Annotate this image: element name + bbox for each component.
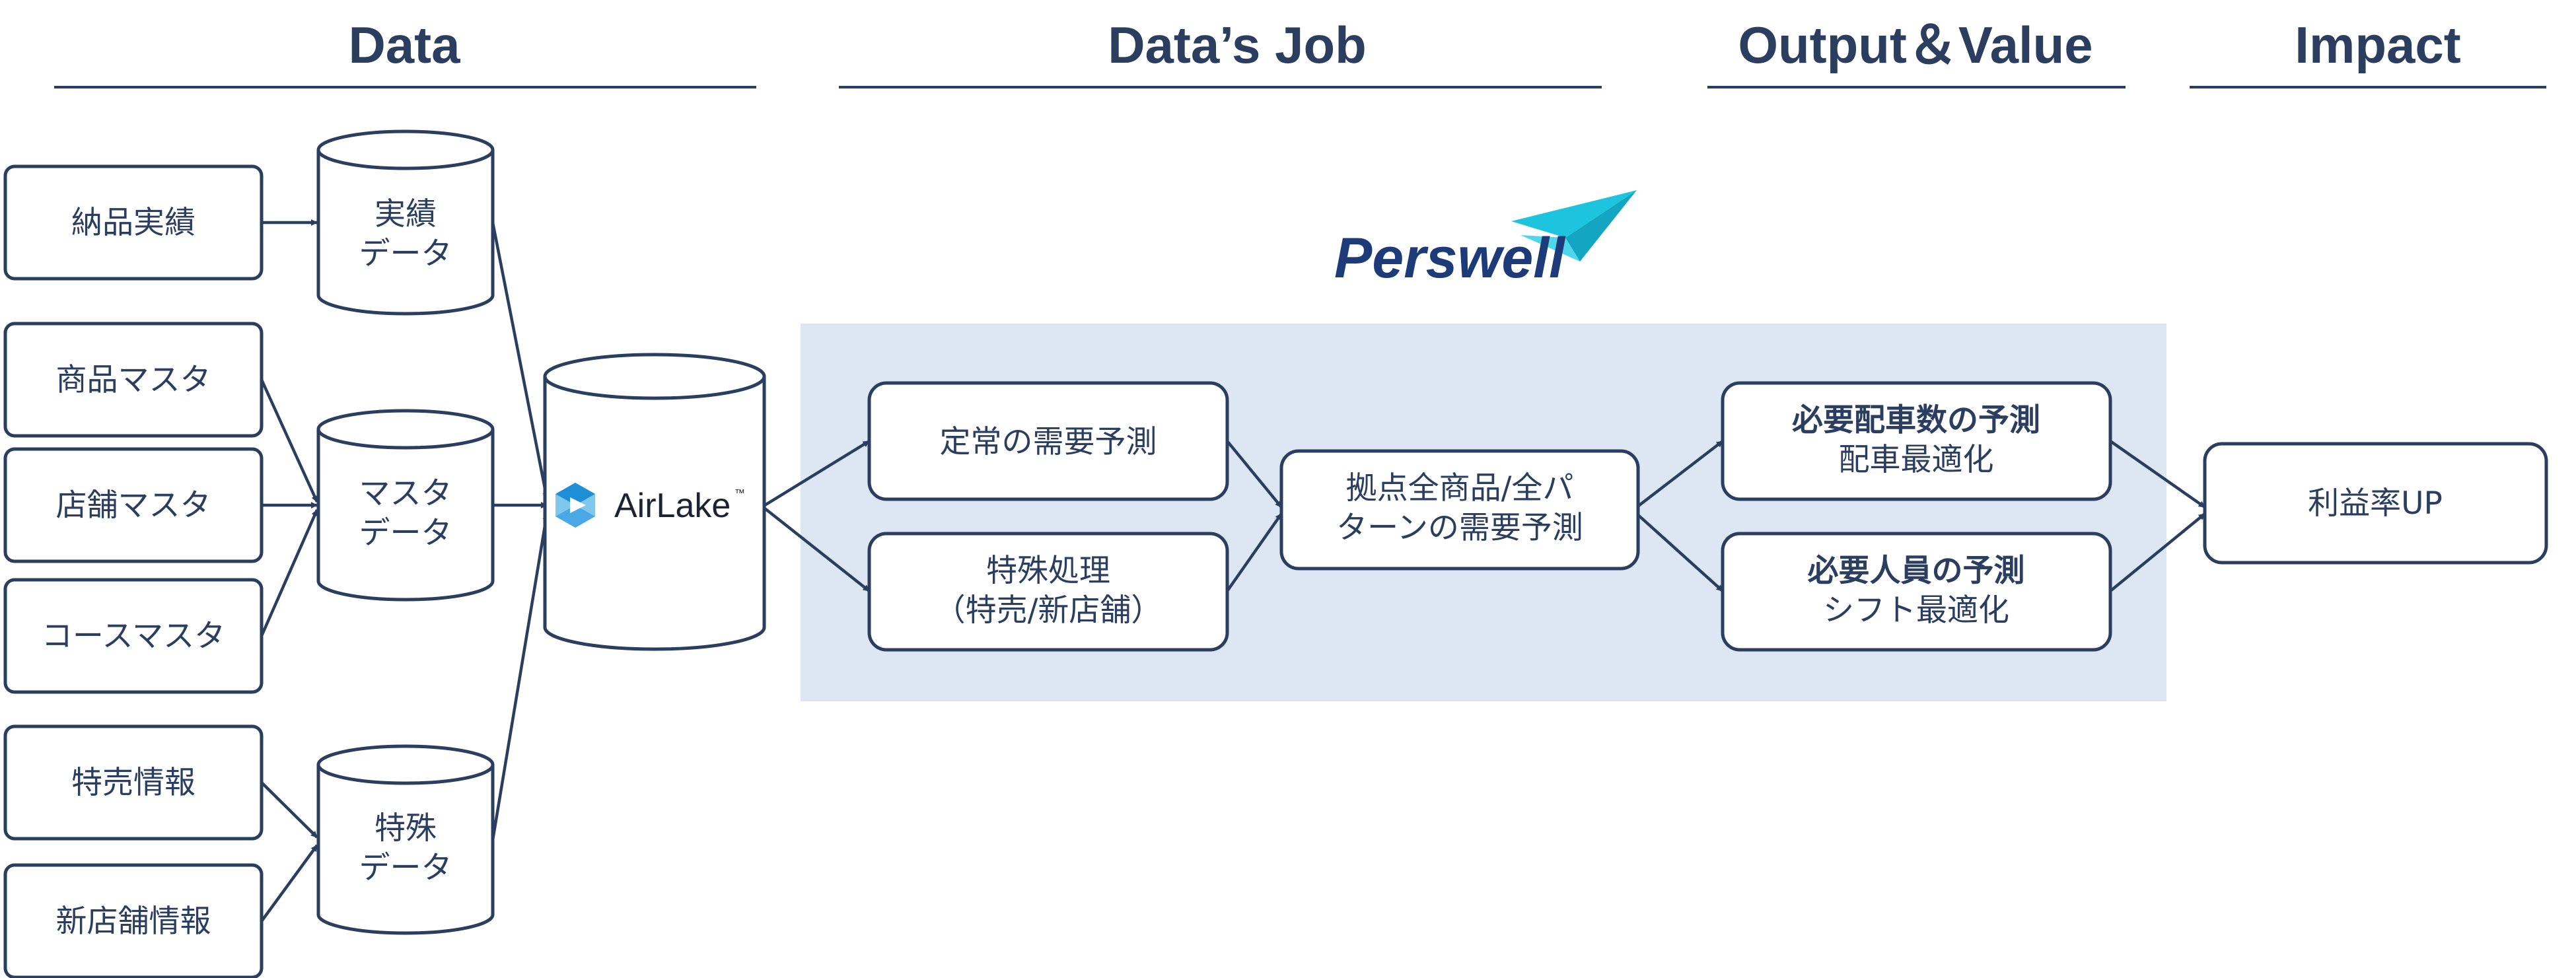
- source-new-store-label: 新店舗情報: [56, 903, 211, 940]
- source-special-sale-label: 特売情報: [71, 765, 196, 801]
- airlake-name: AirLake: [614, 487, 731, 525]
- paper-plane-icon: [1511, 190, 1637, 262]
- db-airlake: AirLake ™: [543, 353, 766, 651]
- source-course-master: コースマスタ: [3, 578, 264, 694]
- edge-sale-to-special: [260, 781, 318, 839]
- db-special: 特殊 データ: [316, 744, 495, 935]
- edge-airlake-to-special: [764, 507, 871, 592]
- db-special-line1: 特殊: [375, 810, 437, 847]
- edge-special-to-airlake: [491, 513, 550, 841]
- db-actual: 実績 データ: [316, 129, 495, 316]
- perswell-wordmark: Perswell: [1334, 227, 1566, 290]
- job-special-processing: 特殊処理 （特売/新店舗）: [867, 532, 1229, 652]
- airlake-logo-icon: [555, 483, 595, 528]
- edge-special-to-all: [1226, 512, 1283, 592]
- edge-airlake-to-steady: [764, 440, 871, 506]
- edge-vehicles-to-impact: [2109, 440, 2206, 508]
- job-steady-forecast: 定常の需要予測: [867, 381, 1229, 501]
- source-store-master: 店舗マスタ: [3, 447, 264, 563]
- impact-profit: 利益率UP: [2203, 442, 2548, 565]
- header-impact: Impact: [2295, 16, 2460, 74]
- job-all-line2: ターンの需要予測: [1336, 510, 1583, 546]
- db-master: マスタ データ: [316, 409, 495, 602]
- source-product-master: 商品マスタ: [3, 322, 264, 438]
- source-product-master-label: 商品マスタ: [56, 362, 211, 398]
- edge-steady-to-all: [1226, 440, 1283, 508]
- perswell-logo: Perswell: [1334, 190, 1637, 290]
- db-actual-line2: データ: [359, 236, 452, 272]
- db-actual-line1: 実績: [375, 196, 437, 232]
- job-all-line1: 拠点全商品/全パ: [1346, 470, 1574, 506]
- source-new-store: 新店舗情報: [3, 863, 264, 978]
- source-store-master-label: 店舗マスタ: [56, 487, 211, 524]
- job-all-forecast: 拠点全商品/全パ ターンの需要予測: [1279, 449, 1640, 571]
- source-special-sale: 特売情報: [3, 724, 264, 841]
- impact-label: 利益率UP: [2308, 485, 2443, 522]
- db-special-line2: データ: [359, 850, 452, 886]
- db-master-line2: データ: [359, 515, 452, 551]
- source-course-master-label: コースマスタ: [42, 618, 225, 654]
- edge-newstore-to-special: [260, 844, 318, 923]
- job-special-line2: （特売/新店舗）: [935, 592, 1163, 629]
- output-staff: 必要人員の予測 シフト最適化: [1721, 532, 2112, 652]
- connectors: [260, 219, 2206, 923]
- edge-product-to-master: [260, 379, 319, 503]
- output-vehicles-sub: 配車最適化: [1839, 442, 1994, 478]
- edge-course-to-master: [260, 509, 319, 637]
- output-vehicles: 必要配車数の予測 配車最適化: [1721, 381, 2112, 501]
- header-data: Data: [348, 16, 460, 74]
- output-vehicles-title: 必要配車数の予測: [1792, 402, 2040, 438]
- edge-all-to-staff: [1635, 512, 1724, 592]
- job-special-line1: 特殊処理: [986, 553, 1110, 589]
- job-steady-label: 定常の需要予測: [940, 424, 1157, 460]
- edge-actual-to-airlake: [491, 222, 550, 499]
- output-staff-title: 必要人員の予測: [1808, 553, 2025, 589]
- db-master-line1: マスタ: [359, 475, 452, 512]
- source-delivery-label: 納品実績: [71, 205, 196, 241]
- edge-staff-to-impact: [2109, 512, 2206, 592]
- header-job: Data’s Job: [1108, 16, 1367, 74]
- edge-all-to-vehicles: [1635, 440, 1724, 508]
- output-staff-sub: シフト最適化: [1823, 592, 2009, 629]
- airlake-tm: ™: [734, 488, 745, 499]
- source-delivery: 納品実績: [3, 164, 264, 281]
- header-output: Output＆Value: [1738, 16, 2093, 74]
